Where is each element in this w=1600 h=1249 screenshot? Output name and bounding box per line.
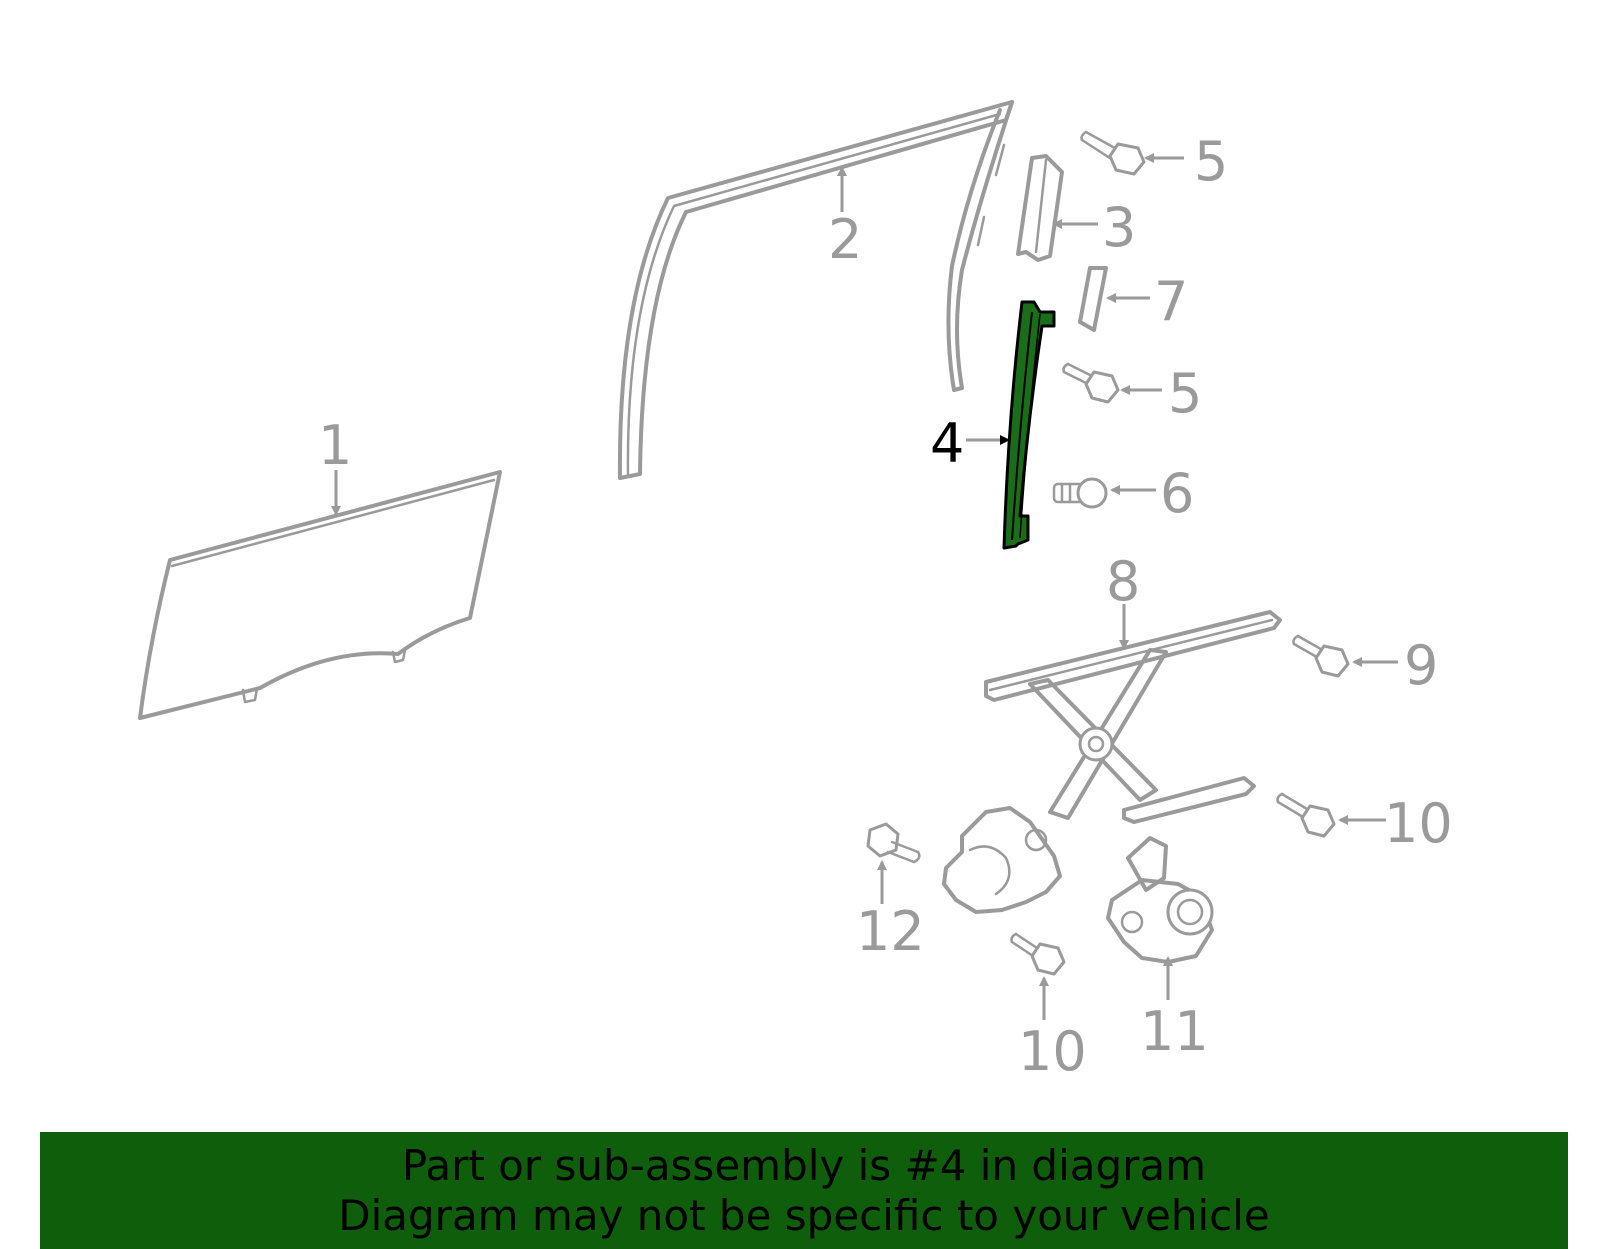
callout-9[interactable]: 9 [1404,634,1438,697]
part-11-motor[interactable] [1106,836,1214,964]
part-12-bolt[interactable] [866,822,921,864]
callout-10b[interactable]: 10 [1018,1020,1087,1083]
callout-12[interactable]: 12 [856,900,925,963]
part-8-regulator[interactable] [942,610,1282,914]
part-4-highlighted-channel[interactable] [1002,300,1056,550]
callout-4[interactable]: 4 [930,412,964,475]
callout-2[interactable]: 2 [828,208,862,271]
callout-8[interactable]: 8 [1106,550,1140,613]
part-10-bolt-right[interactable] [1276,792,1336,838]
callout-1[interactable]: 1 [318,414,352,477]
callout-5a[interactable]: 5 [1194,130,1228,193]
part-10-bolt-bottom[interactable] [1010,932,1066,976]
part-5-bolt-lower[interactable] [1062,362,1120,404]
callout-6[interactable]: 6 [1160,462,1194,525]
callout-7[interactable]: 7 [1154,270,1188,333]
banner-line-1: Part or sub-assembly is #4 in diagram [401,1140,1207,1190]
callout-5b[interactable]: 5 [1168,362,1202,425]
part-6-bolt[interactable] [1052,477,1108,509]
part-7-clip[interactable] [1078,266,1108,332]
callout-3[interactable]: 3 [1102,196,1136,259]
callout-11[interactable]: 11 [1140,1000,1209,1063]
part-3-channel-piece[interactable] [1016,154,1064,262]
banner-line-2: Diagram may not be specific to your vehi… [338,1190,1270,1240]
part-1-door-glass[interactable] [138,470,502,720]
part-9-bolt[interactable] [1292,634,1350,678]
part-2-run-channel[interactable] [617,100,1014,480]
part-5-bolt-upper[interactable] [1080,130,1146,176]
callout-10a[interactable]: 10 [1384,792,1453,855]
info-banner: Part or sub-assembly is #4 in diagram Di… [40,1132,1568,1249]
